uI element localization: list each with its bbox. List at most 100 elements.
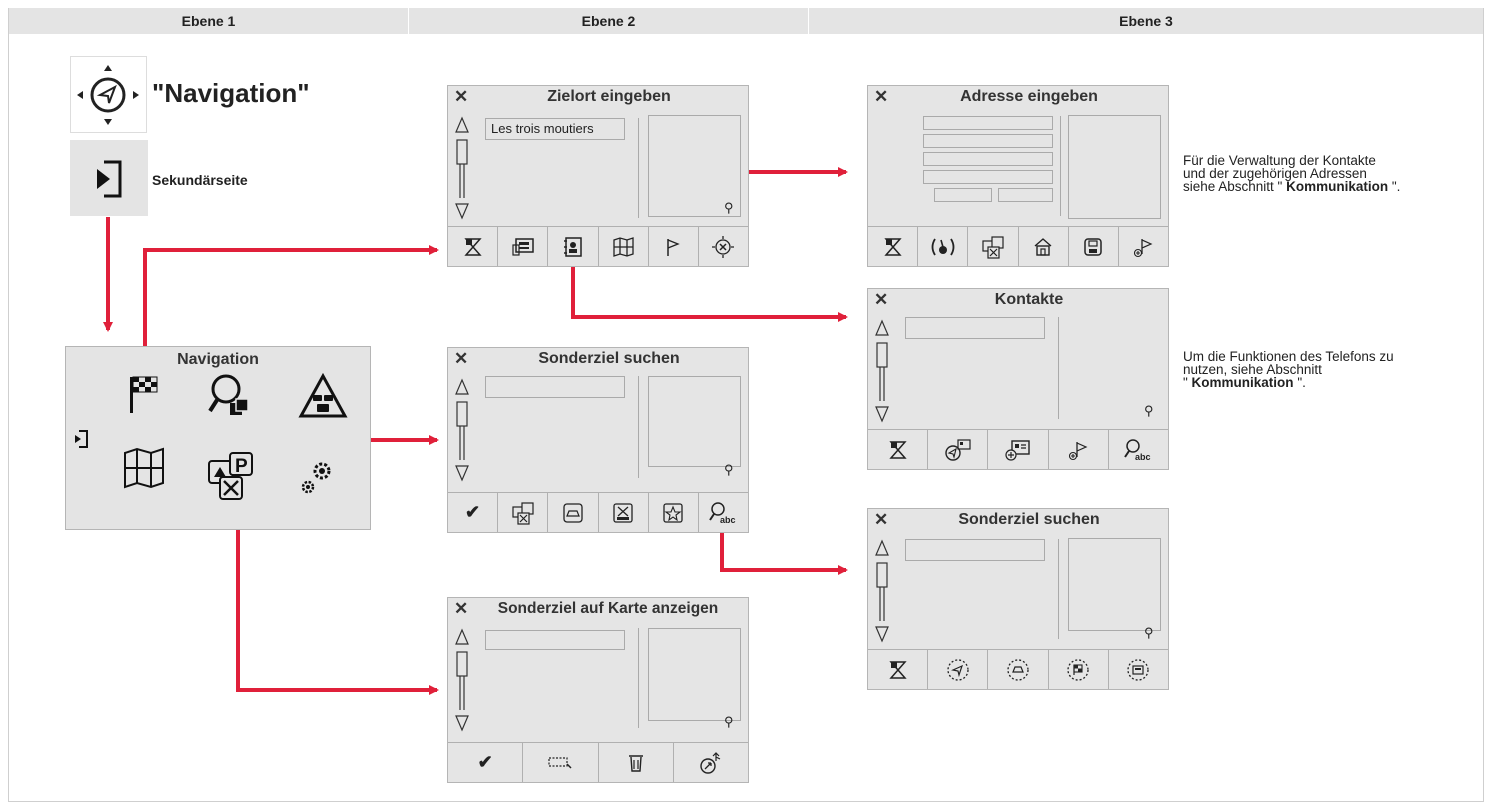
- note-contacts: Für die Verwaltung der Kontakte und der …: [1183, 153, 1400, 194]
- kommunikation-link: Kommunikation: [1191, 375, 1294, 390]
- add-waypoint-icon[interactable]: [1049, 430, 1109, 469]
- navigation-menu-screen: Navigation P: [65, 346, 371, 530]
- address-field[interactable]: [934, 188, 992, 202]
- search-input[interactable]: [485, 630, 625, 650]
- close-icon[interactable]: ✕: [874, 290, 889, 309]
- poi-search-icon[interactable]: [206, 371, 256, 421]
- save-disk-icon[interactable]: [1069, 227, 1119, 266]
- note-line: Für die Verwaltung der Kontakte: [1183, 153, 1376, 168]
- address-field[interactable]: [998, 188, 1053, 202]
- route-guidance-icon[interactable]: [918, 227, 969, 266]
- back-secondary-icon[interactable]: [72, 429, 90, 449]
- scroll-bar-icon[interactable]: [454, 378, 470, 482]
- map-preview[interactable]: [1068, 538, 1161, 631]
- contacts-book-icon[interactable]: [548, 227, 599, 266]
- destination-history-icon[interactable]: [868, 430, 929, 469]
- gps-coordinates-icon[interactable]: [699, 227, 748, 266]
- bottom-toolbar: [868, 649, 1168, 689]
- screen-title: Kontakte: [994, 291, 1064, 308]
- address-field[interactable]: [923, 116, 1053, 130]
- arrow-zielort-to-kontakte: [571, 262, 848, 322]
- separator: [638, 628, 639, 728]
- kommunikation-link: Kommunikation: [1286, 179, 1389, 194]
- favorites-star-icon[interactable]: [649, 493, 699, 532]
- arrow-flag-to-zielort: [143, 245, 439, 392]
- add-waypoint-icon[interactable]: [1119, 227, 1168, 266]
- column-header-ebene-1: Ebene 1: [9, 8, 409, 34]
- abc-label: abc: [720, 515, 736, 525]
- bottom-toolbar: [448, 226, 748, 266]
- zoom-list-icon[interactable]: ⚲: [1144, 403, 1154, 418]
- home-icon[interactable]: [1019, 227, 1069, 266]
- destination-history-icon[interactable]: [868, 650, 929, 689]
- around-current-position-icon[interactable]: [928, 650, 989, 689]
- navigate-to-contact-icon[interactable]: [928, 430, 989, 469]
- map-preview[interactable]: [648, 115, 741, 217]
- search-input[interactable]: [485, 376, 625, 398]
- screen-zielort-eingeben: ✕ Zielort eingeben Les trois moutiers ⚲: [447, 85, 749, 267]
- contact-search-input[interactable]: [905, 317, 1045, 339]
- poi-categories-icon[interactable]: P: [206, 449, 256, 503]
- close-icon[interactable]: ✕: [874, 510, 889, 529]
- search-by-name-icon[interactable]: abc: [1109, 430, 1168, 469]
- near-destination-icon[interactable]: [1049, 650, 1109, 689]
- confirm-check-icon[interactable]: ✔: [448, 493, 499, 532]
- poi-categories-icon[interactable]: [498, 493, 549, 532]
- address-card-icon[interactable]: [498, 227, 549, 266]
- screen-title: Sonderziel auf Karte anzeigen: [497, 600, 719, 617]
- scroll-bar-icon[interactable]: [874, 539, 890, 643]
- destination-history-icon[interactable]: [868, 227, 919, 266]
- note-line: " Kommunikation ".: [1183, 375, 1306, 390]
- add-contact-icon[interactable]: [988, 430, 1049, 469]
- screen-title: Sonderziel suchen: [958, 511, 1100, 528]
- address-field[interactable]: [923, 152, 1053, 166]
- poi-categories-icon[interactable]: [968, 227, 1019, 266]
- near-address-icon[interactable]: [1109, 650, 1168, 689]
- map-preview[interactable]: [1068, 115, 1161, 219]
- scroll-bar-icon[interactable]: [454, 628, 470, 732]
- separator: [638, 376, 639, 478]
- waypoint-flag-icon[interactable]: [649, 227, 699, 266]
- address-field[interactable]: [923, 170, 1053, 184]
- map-icon[interactable]: [122, 447, 166, 489]
- destination-input[interactable]: Les trois moutiers: [485, 118, 625, 140]
- settings-gears-icon[interactable]: [298, 457, 338, 497]
- traffic-warning-icon[interactable]: [298, 373, 348, 419]
- search-input[interactable]: [905, 539, 1045, 561]
- along-route-icon[interactable]: [988, 650, 1049, 689]
- scroll-bar-icon[interactable]: [874, 319, 890, 423]
- navigation-compass-icon: [77, 65, 139, 125]
- note-line: und der zugehörigen Adressen: [1183, 166, 1367, 181]
- secondary-page-tile[interactable]: [70, 140, 148, 216]
- separator: [1058, 539, 1059, 639]
- delete-trash-icon[interactable]: [599, 743, 674, 782]
- usb-import-icon[interactable]: [674, 743, 748, 782]
- bottom-toolbar: ✔: [448, 742, 748, 782]
- map-select-icon[interactable]: [599, 227, 649, 266]
- search-by-name-icon[interactable]: abc: [699, 493, 748, 532]
- map-preview[interactable]: [648, 628, 741, 721]
- close-icon[interactable]: ✕: [874, 87, 889, 106]
- map-preview[interactable]: [648, 376, 741, 467]
- hotel-restaurant-icon[interactable]: [599, 493, 649, 532]
- close-icon[interactable]: ✕: [454, 87, 469, 106]
- abc-label: abc: [1135, 452, 1151, 462]
- separator: [1058, 317, 1059, 419]
- screen-kontakte: ✕ Kontakte ⚲ abc: [867, 288, 1169, 470]
- zoom-list-icon[interactable]: ⚲: [1144, 625, 1154, 640]
- close-icon[interactable]: ✕: [454, 349, 469, 368]
- car-service-icon[interactable]: [548, 493, 599, 532]
- screen-sonderziel-suchen-level3: ✕ Sonderziel suchen ⚲: [867, 508, 1169, 690]
- select-area-icon[interactable]: [523, 743, 599, 782]
- destination-flag-icon[interactable]: [126, 375, 160, 415]
- zoom-list-icon[interactable]: ⚲: [724, 200, 734, 215]
- close-icon[interactable]: ✕: [454, 599, 469, 618]
- scroll-bar-icon[interactable]: [454, 116, 470, 220]
- zoom-list-icon[interactable]: ⚲: [724, 714, 734, 729]
- confirm-check-icon[interactable]: ✔: [448, 743, 524, 782]
- address-field[interactable]: [923, 134, 1053, 148]
- secondary-page-icon: [97, 160, 122, 198]
- destination-history-icon[interactable]: [448, 227, 499, 266]
- navigation-icon-tile[interactable]: [70, 56, 147, 133]
- zoom-list-icon[interactable]: ⚲: [724, 462, 734, 477]
